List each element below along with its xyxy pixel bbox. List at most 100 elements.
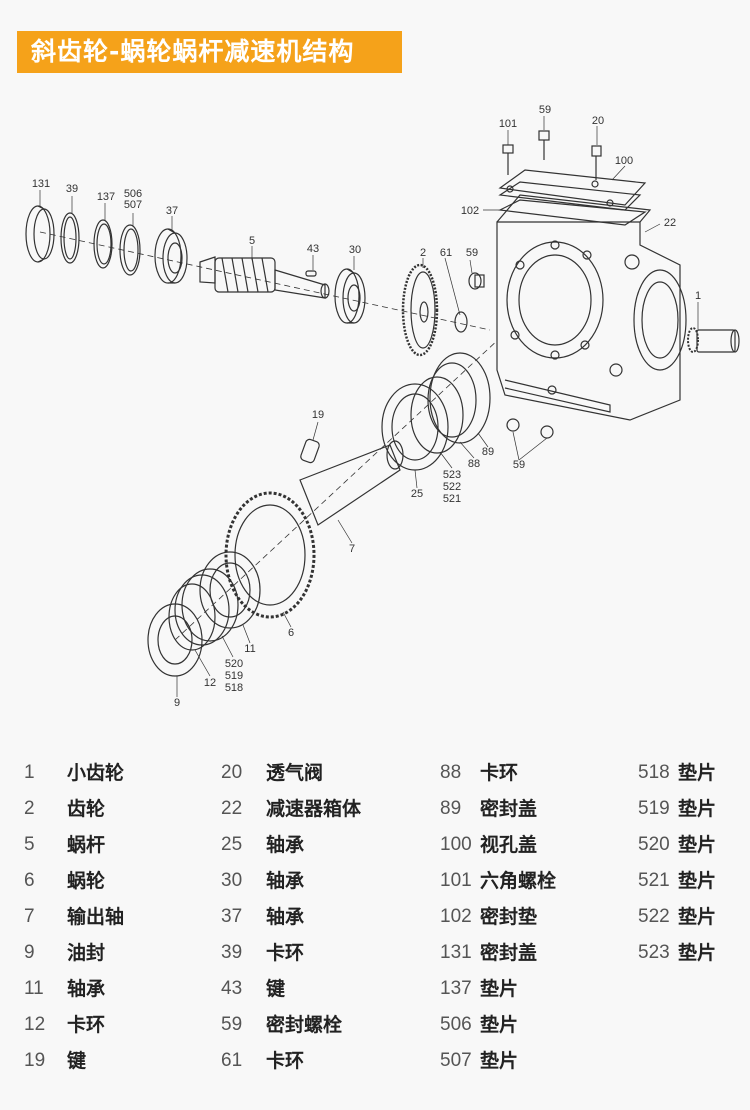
callout-519: 519	[225, 670, 243, 682]
callout-20: 20	[592, 115, 604, 127]
callout-12: 12	[204, 677, 216, 689]
callout-88: 88	[468, 458, 480, 470]
part-name: 垫片	[678, 798, 717, 820]
part-number: 43	[221, 978, 243, 999]
part-name: 键	[67, 1050, 87, 1072]
part-number: 22	[221, 798, 243, 819]
part-name: 垫片	[480, 1014, 519, 1036]
part-name: 轴承	[266, 906, 305, 928]
part-number: 20	[221, 762, 243, 783]
callout-7: 7	[349, 543, 355, 555]
oil-seal-9	[147, 603, 203, 677]
callout-39: 39	[66, 183, 78, 195]
part-name: 卡环	[266, 1050, 305, 1072]
part-name: 垫片	[678, 942, 717, 964]
bearing-25	[381, 383, 449, 471]
gasket-102	[497, 199, 647, 226]
shim-506-507	[119, 224, 141, 276]
callout-2: 2	[420, 247, 426, 259]
callout-11: 11	[244, 643, 255, 655]
callout-89: 89	[482, 446, 494, 458]
part-name: 密封盖	[480, 798, 538, 820]
callout-6: 6	[288, 627, 294, 639]
callout-131: 131	[32, 178, 50, 190]
callout-59-a: 59	[466, 247, 478, 259]
seal-cover-89	[427, 352, 491, 444]
part-number: 522	[638, 906, 670, 927]
part-name: 轴承	[266, 870, 305, 892]
callout-507: 507	[124, 199, 142, 211]
part-number: 5	[24, 834, 35, 855]
part-number: 506	[440, 1014, 472, 1035]
output-shaft-7	[299, 440, 404, 526]
inspection-cover-100	[498, 169, 647, 211]
part-number: 61	[221, 1050, 243, 1071]
shim-137	[93, 219, 113, 269]
key-19	[300, 438, 320, 464]
part-name: 油封	[67, 942, 106, 964]
callout-522: 522	[443, 481, 461, 493]
bearing-11	[199, 551, 261, 629]
callout-100: 100	[615, 155, 633, 167]
part-name: 齿轮	[67, 798, 106, 820]
part-name: 密封垫	[480, 906, 538, 928]
callout-5: 5	[249, 235, 255, 247]
part-name: 输出轴	[67, 906, 125, 928]
part-name: 视孔盖	[480, 834, 538, 856]
callout-37: 37	[166, 205, 178, 217]
part-number: 30	[221, 870, 243, 891]
part-number: 11	[24, 978, 44, 999]
part-number: 2	[24, 798, 35, 819]
breather-20	[591, 145, 602, 180]
part-name: 卡环	[266, 942, 305, 964]
part-number: 9	[24, 942, 35, 963]
callout-25: 25	[411, 488, 423, 500]
callout-137: 137	[97, 191, 115, 203]
callout-506: 506	[124, 188, 142, 200]
key-43	[305, 270, 317, 277]
part-name: 键	[266, 978, 286, 1000]
gear-2	[401, 263, 439, 357]
hex-bolt-101	[502, 144, 514, 175]
part-name: 轴承	[67, 978, 106, 1000]
part-number: 521	[638, 870, 670, 891]
part-number: 518	[638, 762, 670, 783]
part-name: 垫片	[480, 1050, 519, 1072]
part-number: 7	[24, 906, 35, 927]
callout-59-c: 59	[513, 459, 525, 471]
part-number: 507	[440, 1050, 472, 1071]
callout-9: 9	[174, 697, 180, 709]
part-number: 131	[440, 942, 472, 963]
part-name: 垫片	[678, 762, 717, 784]
part-name: 蜗轮	[67, 870, 106, 892]
part-number: 6	[24, 870, 35, 891]
part-name: 密封螺栓	[266, 1014, 343, 1036]
part-number: 39	[221, 942, 243, 963]
part-number: 523	[638, 942, 670, 963]
part-name: 垫片	[480, 978, 519, 1000]
worm-wheel-6	[224, 491, 316, 619]
part-number: 137	[440, 978, 472, 999]
part-number: 100	[440, 834, 472, 855]
callout-19: 19	[312, 409, 324, 421]
exploded-view-diagram: 131 39 137 506 507 37 5 43 30 2 61 59 10…	[0, 90, 750, 730]
seal-cover-131	[25, 205, 55, 263]
part-number: 89	[440, 798, 462, 819]
part-number: 88	[440, 762, 462, 783]
part-number: 101	[440, 870, 472, 891]
part-name: 小齿轮	[67, 762, 125, 784]
part-name: 减速器箱体	[266, 798, 362, 820]
part-number: 102	[440, 906, 472, 927]
seal-bolt-59-cover	[538, 130, 550, 160]
bearing-37	[154, 228, 188, 284]
part-name: 六角螺栓	[480, 870, 557, 892]
part-number: 25	[221, 834, 243, 855]
part-name: 轴承	[266, 834, 305, 856]
part-name: 卡环	[67, 1014, 106, 1036]
part-number: 520	[638, 834, 670, 855]
callout-523: 523	[443, 469, 461, 481]
callout-102: 102	[461, 205, 479, 217]
part-number: 59	[221, 1014, 243, 1035]
worm-shaft-5	[199, 256, 330, 299]
